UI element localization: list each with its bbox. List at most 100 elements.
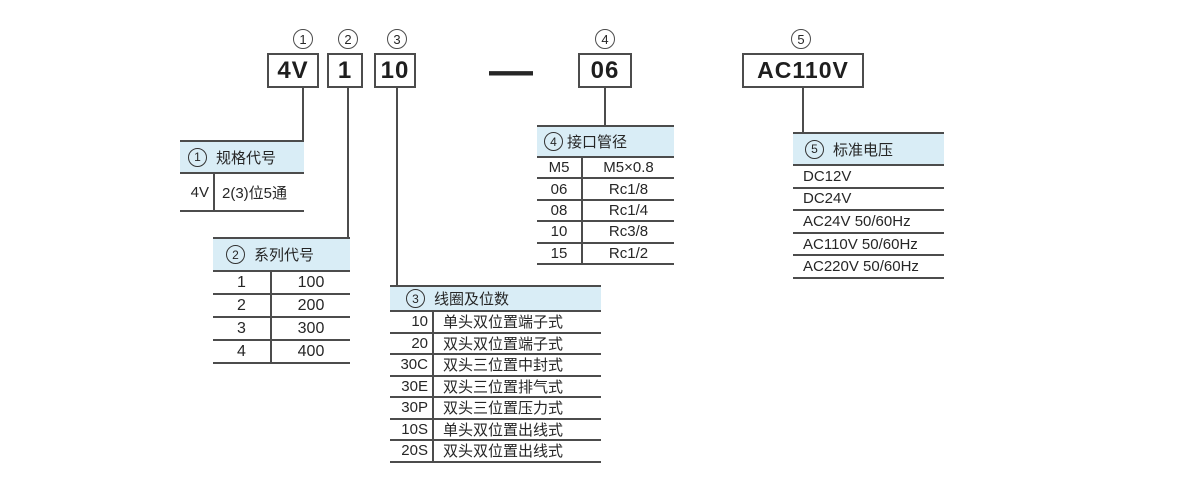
table-title: 标准电压 xyxy=(833,141,894,159)
callout-number-2: 2 xyxy=(338,29,358,49)
row-description: Rc1/8 xyxy=(608,180,649,198)
row-code: 4V xyxy=(180,174,215,210)
row-code: 30P xyxy=(390,398,434,418)
connector-line-4 xyxy=(604,88,606,126)
row-code: 15 xyxy=(537,243,583,263)
table-row: 06 Rc1/8 xyxy=(537,179,674,201)
row-code: 10 xyxy=(390,312,434,332)
table-row: 20S 双头双位置出线式 xyxy=(390,441,601,463)
code-box-voltage: AC110V xyxy=(742,53,864,88)
circled-number-icon: 2 xyxy=(226,245,245,264)
row-code: 08 xyxy=(537,200,583,221)
row-code: 3 xyxy=(213,318,272,339)
table-row: DC12V xyxy=(793,166,944,189)
table-series-code-header: 2 系列代号 xyxy=(213,239,350,272)
table-rows: 4V 2(3)位5通 xyxy=(180,174,304,212)
callout-number-1: 1 xyxy=(293,29,313,49)
row-code: 4 xyxy=(213,341,272,362)
row-code: 10 xyxy=(537,222,583,242)
row-value: AC110V 50/60Hz xyxy=(803,235,918,253)
table-row: 4 400 xyxy=(213,341,350,364)
circled-number-icon: 5 xyxy=(805,139,824,159)
table-spec-code-header: 1 规格代号 xyxy=(180,142,304,174)
table-row: 10 Rc3/8 xyxy=(537,222,674,244)
row-description: 2(3)位5通 xyxy=(222,184,288,202)
row-description: 双头双位置出线式 xyxy=(443,443,564,461)
row-code: 06 xyxy=(537,179,583,199)
row-code: 2 xyxy=(213,295,272,316)
circled-number-icon: 4 xyxy=(544,132,563,151)
row-description: 100 xyxy=(297,273,325,291)
table-title: 规格代号 xyxy=(216,149,277,167)
row-description: 双头三位置中封式 xyxy=(443,357,564,375)
row-description: Rc1/4 xyxy=(608,201,649,219)
callout-number-5: 5 xyxy=(791,29,811,49)
table-row: 4V 2(3)位5通 xyxy=(180,174,304,212)
circled-number-icon: 3 xyxy=(406,289,425,308)
table-port-size: 4 接口管径 M5 M5×0.8 06 Rc1/8 08 Rc1/4 10 Rc3/8 15 Rc… xyxy=(537,125,674,265)
table-row: 20 双头双位置端子式 xyxy=(390,333,601,355)
row-description: 400 xyxy=(297,342,325,360)
callout-number-3: 3 xyxy=(387,29,407,49)
table-spec-code: 1 规格代号 4V 2(3)位5通 xyxy=(180,140,304,212)
table-title: 系列代号 xyxy=(254,247,315,264)
table-rows: M5 M5×0.8 06 Rc1/8 08 Rc1/4 10 Rc3/8 15 Rc1/2 xyxy=(537,158,674,265)
table-row: 15 Rc1/2 xyxy=(537,243,674,265)
row-description: M5×0.8 xyxy=(603,159,654,177)
table-row: DC24V xyxy=(793,189,944,212)
row-code: M5 xyxy=(537,158,583,178)
row-code: 20S xyxy=(390,441,434,461)
table-standard-voltage-header: 5 标准电压 xyxy=(793,134,944,166)
table-coil-positions-header: 3 线圈及位数 xyxy=(390,287,601,312)
connector-line-3 xyxy=(396,88,398,286)
table-row: 30C 双头三位置中封式 xyxy=(390,355,601,377)
table-row: 08 Rc1/4 xyxy=(537,200,674,223)
connector-line-5 xyxy=(802,88,804,133)
row-code: 10S xyxy=(390,419,434,439)
row-description: Rc1/2 xyxy=(608,244,649,262)
row-description: 单头双位置出线式 xyxy=(443,421,564,439)
connector-line-1 xyxy=(302,88,304,141)
row-description: Rc3/8 xyxy=(608,223,649,241)
row-code: 20 xyxy=(390,333,434,353)
callout-number-4: 4 xyxy=(595,29,615,49)
code-box-series: 1 xyxy=(327,53,363,88)
code-box-coil: 10 xyxy=(374,53,416,88)
row-value: AC24V 50/60Hz xyxy=(803,212,911,230)
row-value: AC220V 50/60Hz xyxy=(803,258,919,276)
separator-dash: — xyxy=(489,45,533,95)
code-box-spec: 4V xyxy=(267,53,319,88)
table-row: 1 100 xyxy=(213,272,350,295)
table-port-size-header: 4 接口管径 xyxy=(537,127,674,158)
row-description: 单头双位置端子式 xyxy=(443,314,564,332)
table-row: 10 单头双位置端子式 xyxy=(390,312,601,334)
table-row: 30P 双头三位置压力式 xyxy=(390,398,601,420)
circled-number-icon: 1 xyxy=(188,147,207,167)
table-title: 线圈及位数 xyxy=(434,291,510,308)
row-code: 1 xyxy=(213,272,272,293)
table-row: 10S 单头双位置出线式 xyxy=(390,419,601,441)
table-row: AC220V 50/60Hz xyxy=(793,256,944,279)
table-row: M5 M5×0.8 xyxy=(537,158,674,180)
table-row: AC24V 50/60Hz xyxy=(793,211,944,234)
table-title: 接口管径 xyxy=(567,134,628,151)
table-row: AC110V 50/60Hz xyxy=(793,234,944,257)
row-code: 30C xyxy=(390,355,434,375)
code-box-port: 06 xyxy=(578,53,632,88)
row-code: 30E xyxy=(390,376,434,396)
row-value: DC12V xyxy=(803,167,852,185)
row-description: 双头双位置端子式 xyxy=(443,335,564,353)
row-description: 双头三位置压力式 xyxy=(443,400,564,418)
connector-line-2 xyxy=(347,88,349,238)
row-value: DC24V xyxy=(803,190,852,208)
